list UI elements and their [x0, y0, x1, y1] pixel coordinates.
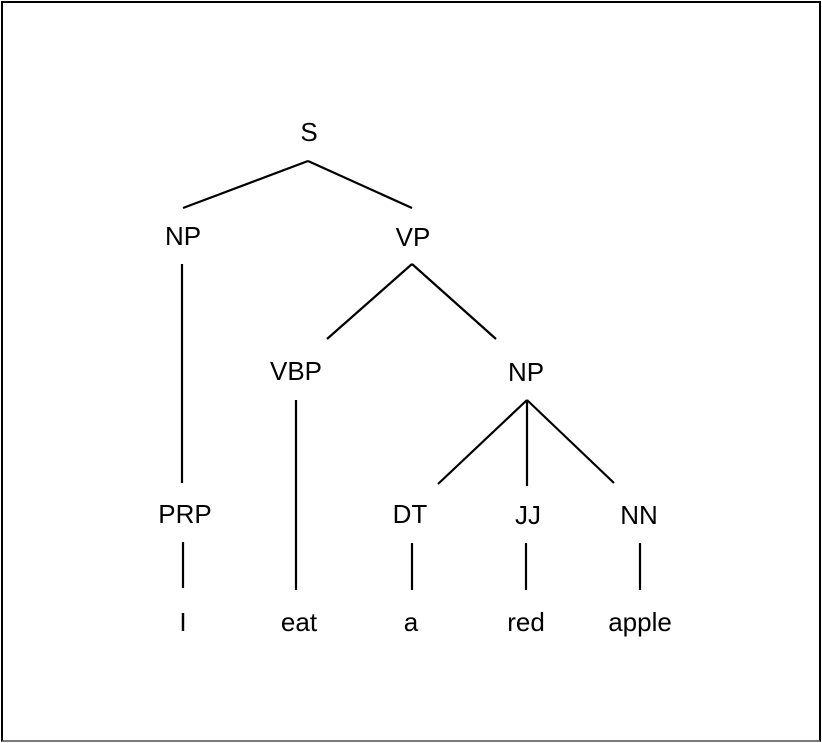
edge-vp-np [411, 263, 497, 340]
leaf-word-apple: apple [608, 607, 672, 637]
leaf-word-i: I [179, 607, 186, 637]
edge-s-vp [307, 159, 413, 210]
edge-s-np [182, 159, 309, 210]
leaf-word-red: red [507, 607, 545, 637]
node-label-jj: JJ [515, 500, 541, 530]
node-label-s: S [300, 117, 317, 147]
edge-np-dt [437, 399, 528, 485]
tree-node-labels: S NP VP VBP NP PRP DT JJ NN I eat a red … [158, 117, 672, 637]
node-label-nn: NN [620, 500, 658, 530]
leaf-word-a: a [404, 607, 419, 637]
node-label-dt: DT [393, 499, 428, 529]
node-label-vbp: VBP [270, 356, 322, 386]
node-label-prp: PRP [158, 499, 211, 529]
leaf-word-eat: eat [281, 607, 318, 637]
tree-edges [180, 159, 642, 590]
edge-vp-vbp [326, 263, 413, 340]
edge-np-nn [526, 399, 615, 484]
node-label-vp: VP [396, 222, 431, 252]
node-label-np-subject: NP [165, 221, 201, 251]
node-label-np-object: NP [508, 357, 544, 387]
